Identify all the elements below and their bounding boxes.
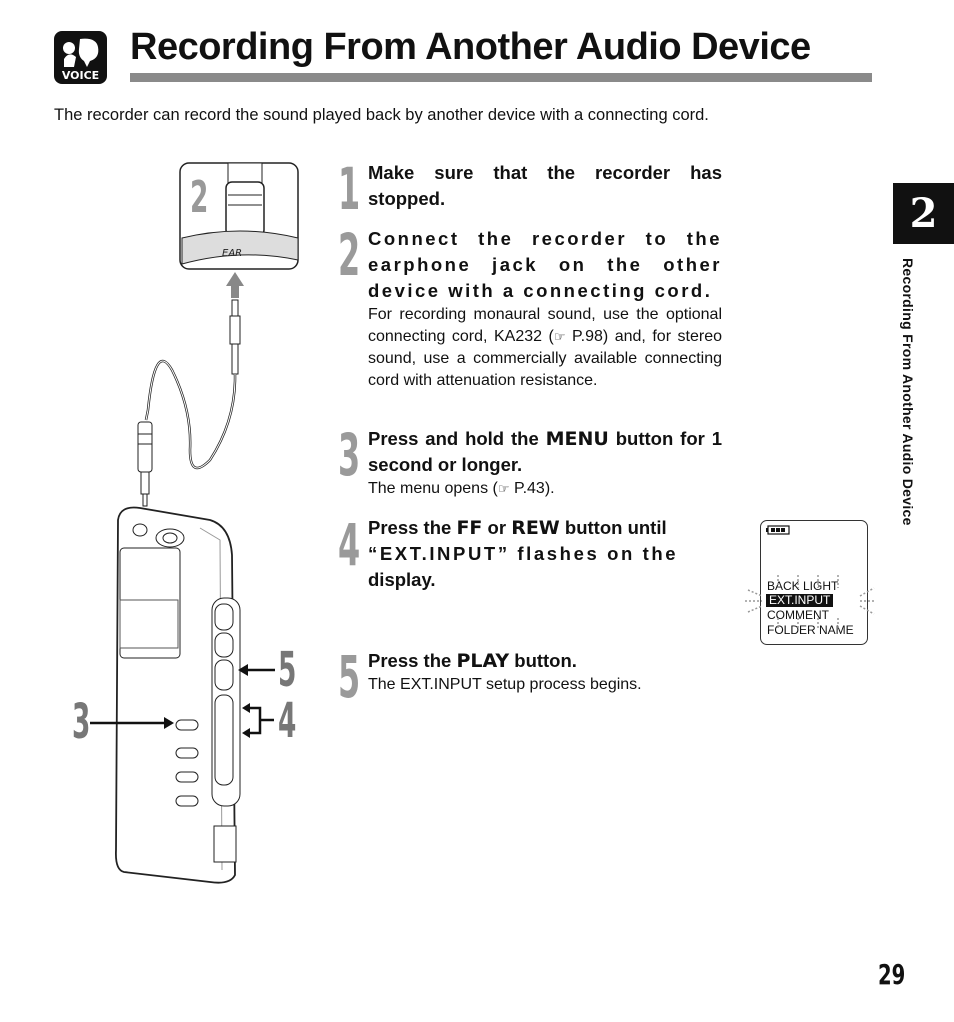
page-number: 29: [878, 958, 906, 991]
step-5-heading: Press the PLAY button.: [368, 650, 577, 672]
step-2: Connect the recorder to the earphone jac…: [368, 226, 722, 391]
menu-button-label: MENU: [545, 428, 609, 450]
lcd-item-folder-name: FOLDER NAME: [767, 623, 854, 637]
callout-3: 3: [72, 694, 91, 750]
step-1-number: 1: [338, 155, 361, 223]
reference-icon: ☞: [497, 482, 510, 497]
step-1-heading: Make sure that the recorder has stopped.: [368, 162, 722, 209]
step-4: Press the FF or REW button until “EXT.IN…: [368, 515, 722, 593]
lcd-item-comment: COMMENT: [767, 608, 829, 622]
lcd-item-backlight: BACK LIGHT: [767, 579, 839, 593]
chapter-tab: 2: [893, 183, 954, 244]
page-title: Recording From Another Audio Device: [130, 26, 811, 68]
play-button-label: PLAY: [456, 650, 510, 672]
intro-text: The recorder can record the sound played…: [54, 106, 709, 124]
step-1: Make sure that the recorder has stopped.: [368, 160, 722, 212]
ff-button-label: FF: [456, 517, 483, 539]
step-3-body: The menu opens (☞ P.43).: [368, 480, 555, 497]
step-2-number: 2: [338, 221, 361, 289]
svg-text:EAR: EAR: [222, 248, 242, 259]
title-underline: [130, 73, 872, 82]
step-4-heading: Press the FF or REW button until “EXT.IN…: [368, 517, 679, 590]
battery-icon: [766, 525, 790, 535]
side-label: Recording From Another Audio Device: [900, 258, 916, 526]
recorder-illustration: 2 EAR: [60, 160, 320, 890]
step-3: Press and hold the MENU button for 1 sec…: [368, 426, 722, 501]
step-5-body: The EXT.INPUT setup process begins.: [368, 676, 642, 693]
step-2-body: For recording monaural sound, use the op…: [368, 306, 722, 389]
flash-indicator: [745, 575, 876, 630]
step-3-heading: Press and hold the MENU button for 1 sec…: [368, 428, 722, 475]
callout-5: 5: [278, 642, 297, 698]
reference-icon: ☞: [553, 329, 566, 345]
lcd-display: BACK LIGHT EXT.INPUT COMMENT FOLDER NAME: [760, 520, 868, 645]
lcd-item-ext-input: EXT.INPUT: [766, 594, 834, 607]
callout-4: 4: [278, 693, 297, 749]
step-3-number: 3: [338, 421, 361, 489]
voice-icon: VOICE: [54, 31, 107, 84]
step-2-heading: Connect the recorder to the earphone jac…: [368, 228, 722, 301]
step-4-number: 4: [338, 511, 361, 579]
inset-step-number: 2: [190, 171, 208, 223]
step-5-number: 5: [338, 643, 361, 711]
svg-text:VOICE: VOICE: [62, 69, 99, 82]
rew-button-label: REW: [511, 517, 560, 539]
step-5: Press the PLAY button. The EXT.INPUT set…: [368, 648, 722, 696]
